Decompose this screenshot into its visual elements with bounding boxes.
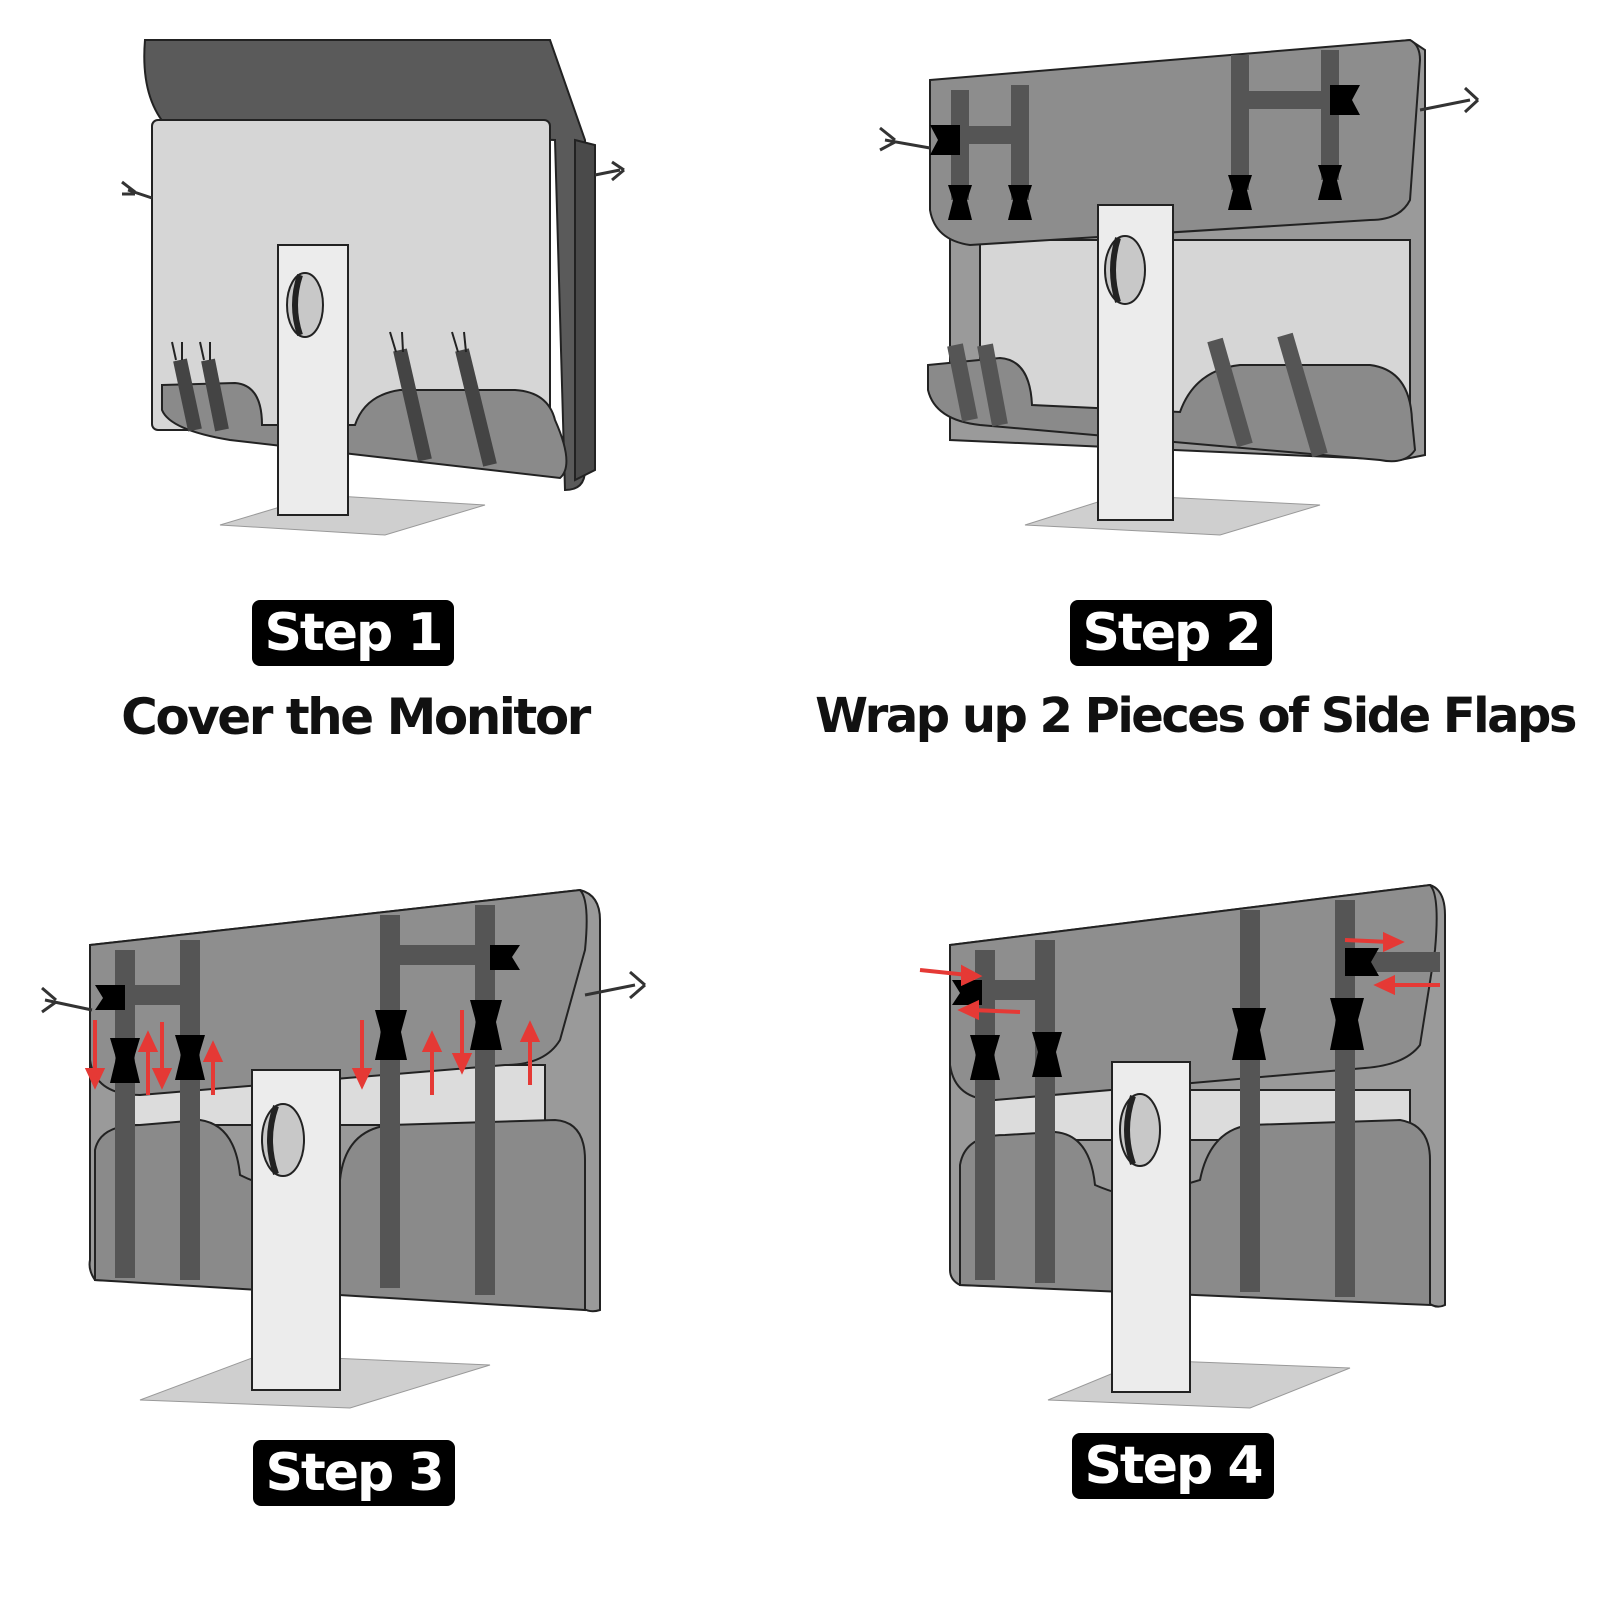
stand-base: [1047, 1359, 1351, 1409]
step-3-illustration: [41, 888, 646, 1409]
buckle: [470, 1000, 502, 1050]
step-3-panel: Step 3: [0, 800, 800, 1600]
buckle: [95, 985, 125, 1010]
buckle: [1345, 948, 1379, 976]
buckle: [930, 125, 960, 155]
buckle: [1330, 998, 1364, 1050]
buckle: [175, 1035, 205, 1080]
step-badge: Step 1: [252, 600, 454, 666]
step-1-panel: Step 1 Cover the Monitor: [0, 0, 800, 800]
buckle: [375, 1010, 407, 1060]
buckle: [1232, 1008, 1266, 1060]
buckle: [1008, 185, 1032, 220]
step-2-illustration: [879, 38, 1480, 536]
buckle: [1032, 1032, 1062, 1077]
step-badge: Step 4: [1072, 1433, 1274, 1499]
buckle: [110, 1038, 140, 1083]
buckle: [490, 945, 520, 970]
step-badge: Step 2: [1070, 600, 1272, 666]
step-caption: Cover the Monitor: [121, 688, 591, 746]
step-4-illustration: [919, 883, 1446, 1409]
top-flap: [949, 883, 1438, 1102]
cover-side: [574, 138, 596, 482]
buckle: [1330, 85, 1360, 115]
step-1-illustration: [121, 39, 625, 536]
step-4-panel: Step 4: [800, 800, 1600, 1600]
bottom-flap: [161, 381, 568, 480]
buckle: [970, 1035, 1000, 1080]
stand-base: [219, 494, 486, 536]
step-badge: Step 3: [253, 1440, 455, 1506]
step-2-panel: Step 2 Wrap up 2 Pieces of Side Flaps: [800, 0, 1600, 800]
buckle: [1228, 175, 1252, 210]
buckle: [948, 185, 972, 220]
step-caption: Wrap up 2 Pieces of Side Flaps: [815, 688, 1577, 744]
buckle: [1318, 165, 1342, 200]
buckle: [952, 980, 982, 1005]
